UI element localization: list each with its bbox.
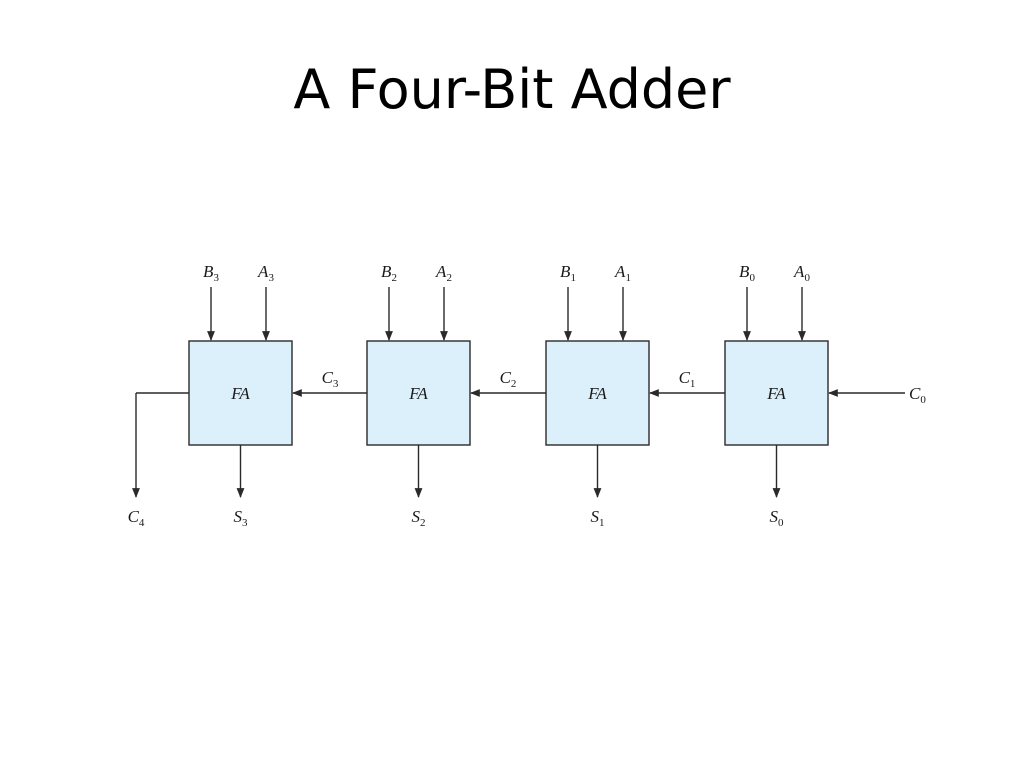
input-b-label-subscript: 0	[749, 272, 755, 284]
input-a-label-base: A	[793, 262, 805, 281]
carry-label-base: C	[322, 368, 334, 387]
sum-output-label-base: S	[770, 507, 779, 526]
full-adder-box	[724, 340, 829, 446]
full-adder-label: FA	[408, 384, 428, 403]
input-a-label: A3	[257, 262, 274, 284]
full-adder-label: FA	[587, 384, 607, 403]
input-a-label: A2	[435, 262, 452, 284]
input-a-label: A0	[793, 262, 810, 284]
carry-label-subscript: 2	[511, 378, 517, 390]
input-b-label-subscript: 3	[213, 272, 219, 284]
sum-output-label: S3	[234, 507, 249, 529]
input-a-label-base: A	[257, 262, 269, 281]
input-a-label-base: A	[435, 262, 447, 281]
carry-in-label-subscript: 0	[920, 394, 926, 406]
sum-output-label-base: S	[412, 507, 421, 526]
full-adder-3: FA	[188, 340, 293, 446]
carry-out-label-base: C	[128, 507, 140, 526]
full-adder-box	[366, 340, 471, 446]
sum-output-label-subscript: 0	[778, 517, 784, 529]
sum-output-label: S1	[591, 507, 605, 529]
carry-in-label: C0	[909, 384, 926, 406]
full-adder-label: FA	[766, 384, 786, 403]
input-a-label-subscript: 1	[625, 272, 631, 284]
carry-out-label: C4	[128, 507, 145, 529]
sum-output-label: S2	[412, 507, 426, 529]
full-adder-label: FA	[230, 384, 250, 403]
carry-label: C3	[322, 368, 339, 390]
full-adder-box	[188, 340, 293, 446]
input-a-label: A1	[614, 262, 631, 284]
sum-output-label-subscript: 1	[599, 517, 605, 529]
carry-label-base: C	[679, 368, 691, 387]
input-b-label-base: B	[203, 262, 214, 281]
input-b-label-subscript: 1	[570, 272, 576, 284]
input-b-label-base: B	[381, 262, 392, 281]
input-a-label-subscript: 2	[446, 272, 452, 284]
sum-output-label-subscript: 3	[242, 517, 248, 529]
input-a-label-subscript: 0	[804, 272, 810, 284]
input-b-label: B2	[381, 262, 397, 284]
input-b-label: B0	[739, 262, 755, 284]
input-b-label: B3	[203, 262, 219, 284]
input-a-label-subscript: 3	[268, 272, 274, 284]
full-adder-0: FA	[724, 340, 829, 446]
input-b-label: B1	[560, 262, 576, 284]
input-b-label-base: B	[739, 262, 750, 281]
input-a-label-base: A	[614, 262, 626, 281]
sum-output-label-base: S	[591, 507, 600, 526]
slide-title: A Four-Bit Adder	[293, 58, 731, 121]
sum-output-label-base: S	[234, 507, 243, 526]
input-b-label-base: B	[560, 262, 571, 281]
carry-label: C1	[679, 368, 696, 390]
input-b-label-subscript: 2	[391, 272, 397, 284]
sum-output-label: S0	[770, 507, 785, 529]
carry-in-label-base: C	[909, 384, 921, 403]
full-adder-2: FA	[366, 340, 471, 446]
carry-label: C2	[500, 368, 517, 390]
sum-output-label-subscript: 2	[420, 517, 426, 529]
carry-label-subscript: 1	[690, 378, 696, 390]
carry-label-base: C	[500, 368, 512, 387]
carry-label-subscript: 3	[333, 378, 339, 390]
full-adder-1: FA	[545, 340, 650, 446]
carry-out-label-subscript: 4	[139, 517, 145, 529]
